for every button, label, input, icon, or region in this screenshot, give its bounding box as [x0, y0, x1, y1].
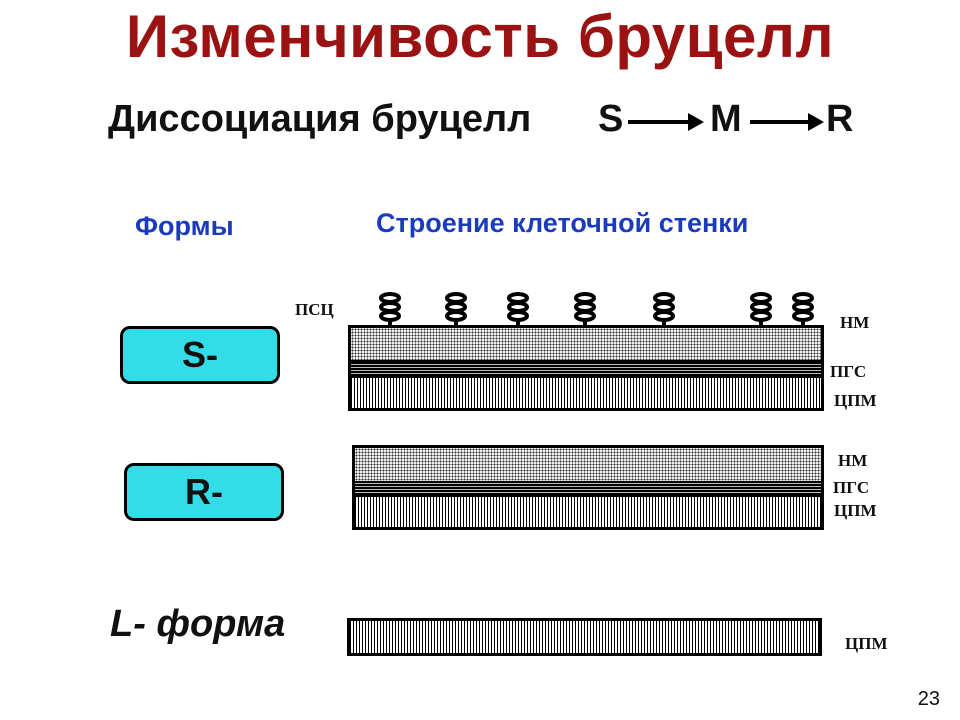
polysaccharide-chain-icon — [792, 292, 814, 328]
r-form-cell-wall — [352, 445, 824, 530]
outer-membrane-layer — [355, 448, 821, 481]
polysaccharide-chain-icon — [653, 292, 675, 328]
label-cpm-s: ЦПМ — [834, 391, 877, 410]
cytoplasmic-membrane-layer — [355, 497, 821, 527]
arrow-m-to-r-icon — [750, 113, 824, 131]
label-pgs-r: ПГС — [833, 478, 870, 497]
l-form-cell-wall — [347, 618, 822, 656]
s-form-cell-wall — [348, 325, 824, 411]
polysaccharide-chain-icon — [750, 292, 772, 328]
label-cpm-l: ЦПМ — [845, 634, 888, 653]
arrow-s-to-m-icon — [628, 113, 704, 131]
label-pgs-s: ПГС — [830, 362, 867, 381]
polysaccharide-chain-icon — [445, 292, 467, 328]
peptidoglycan-layer — [351, 360, 821, 378]
slide-title: Изменчивость бруцелл — [125, 3, 835, 70]
polysaccharide-chain-icon — [379, 292, 401, 328]
forms-header: Формы — [135, 211, 234, 241]
peptidoglycan-layer — [355, 481, 821, 497]
l-form-label: L- форма — [110, 603, 286, 645]
polysaccharide-chain-icon — [574, 292, 596, 328]
label-nm-s: НМ — [840, 313, 870, 332]
outer-membrane-layer — [351, 328, 821, 360]
polysaccharide-chain-icon — [507, 292, 529, 328]
s-form-box: S- — [120, 326, 280, 384]
form-r-letter: R — [826, 98, 854, 140]
form-s-letter: S — [598, 98, 624, 140]
page-number: 23 — [917, 688, 940, 710]
label-psc: ПСЦ — [295, 300, 334, 319]
label-nm-r: НМ — [838, 451, 868, 470]
dissociation-prefix: Диссоциация бруцелл — [108, 98, 532, 140]
cytoplasmic-membrane-layer — [351, 378, 821, 408]
cytoplasmic-membrane-layer — [350, 621, 819, 653]
form-m-letter: M — [710, 98, 742, 140]
r-form-box: R- — [124, 463, 284, 521]
structure-header: Строение клеточной стенки — [376, 208, 749, 238]
label-cpm-r: ЦПМ — [834, 501, 877, 520]
